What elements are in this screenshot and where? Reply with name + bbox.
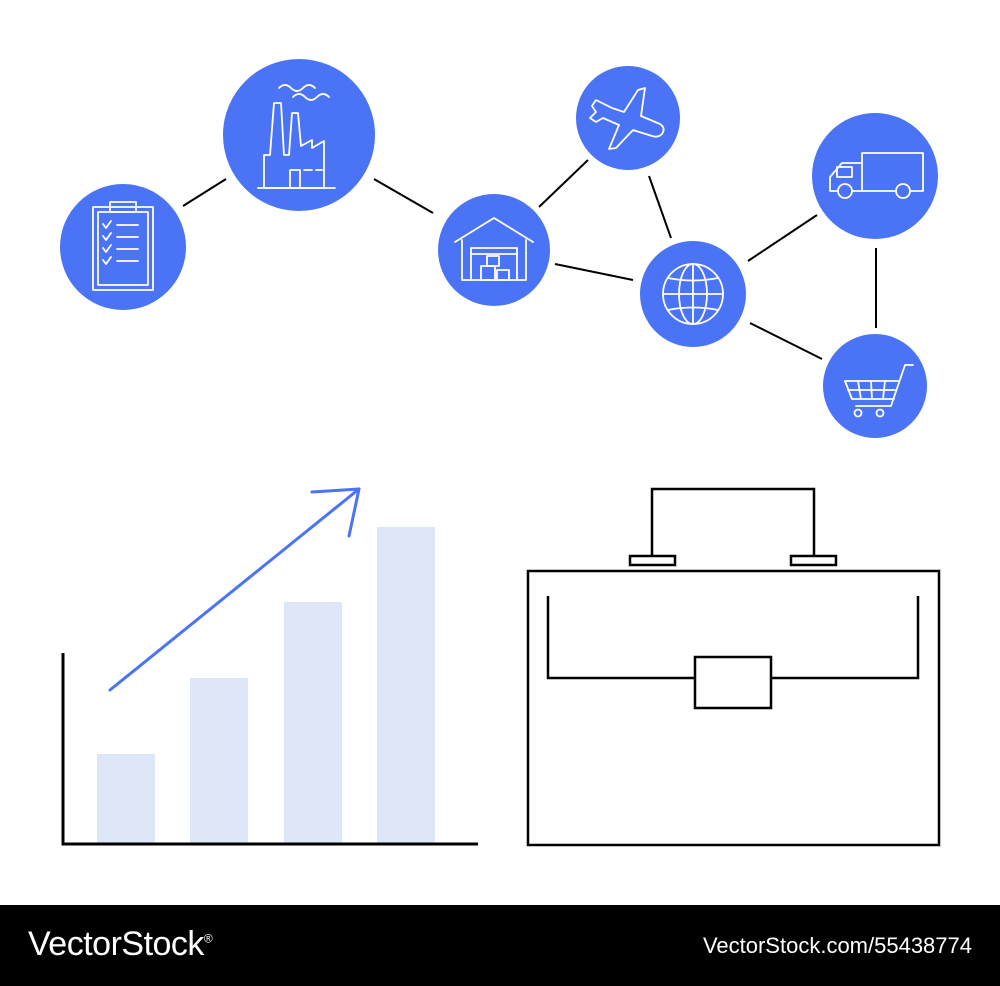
- growth-bar-4: [377, 527, 435, 843]
- link-globe-truck: [747, 214, 818, 262]
- brand-name: VectorStock: [28, 925, 204, 963]
- node-factory: [223, 59, 375, 211]
- link-airplane-globe: [648, 175, 672, 239]
- node-warehouse: [438, 194, 550, 306]
- growth-bar-2: [190, 678, 248, 843]
- briefcase-handle-clip-left: [628, 554, 677, 567]
- footer-bar: VectorStock® VectorStock.com/55438774: [0, 905, 1000, 986]
- link-warehouse-globe: [554, 263, 634, 281]
- briefcase-icon: [526, 487, 941, 847]
- briefcase-body: [526, 569, 941, 847]
- growth-bar-3: [284, 602, 342, 843]
- briefcase-clasp: [693, 655, 773, 710]
- warehouse-icon: [454, 217, 534, 281]
- node-cart: [823, 334, 927, 438]
- node-airplane: [576, 66, 680, 170]
- chart-axes: [61, 653, 478, 846]
- growth-bar-1: [97, 754, 155, 843]
- delivery-truck-icon: [829, 152, 924, 199]
- link-factory-warehouse: [373, 178, 434, 214]
- network-links: [182, 159, 877, 360]
- node-clipboard: [60, 184, 186, 310]
- link-warehouse-airplane: [538, 159, 589, 208]
- link-clipboard-factory: [182, 178, 227, 207]
- briefcase-handle-clip-right: [789, 554, 838, 567]
- illustration: [60, 59, 941, 847]
- node-truck: [812, 113, 938, 239]
- airplane-icon: [589, 87, 665, 150]
- brand-logo: VectorStock®: [28, 925, 213, 964]
- factory-icon: [257, 84, 336, 189]
- clipboard-checklist-icon: [92, 201, 154, 291]
- shopping-cart-icon: [844, 364, 914, 418]
- node-globe: [640, 241, 746, 347]
- registered-mark: ®: [203, 931, 213, 946]
- stock-id: VectorStock.com/55438774: [702, 933, 972, 958]
- growth-chart: [61, 487, 478, 846]
- globe-icon: [662, 263, 724, 325]
- trend-up-arrow-icon: [108, 487, 361, 692]
- link-globe-cart: [749, 322, 823, 360]
- briefcase-handle: [650, 487, 816, 556]
